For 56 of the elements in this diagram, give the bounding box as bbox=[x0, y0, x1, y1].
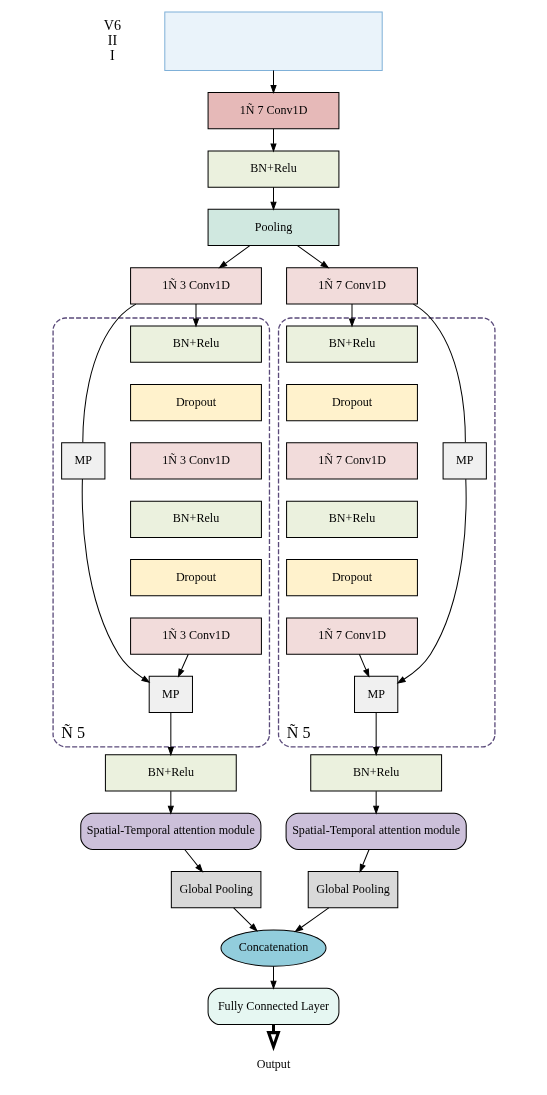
node-box: Spatial-Temporal attention module bbox=[285, 812, 467, 850]
node-box: 1Ñ 3 Conv1D bbox=[129, 617, 262, 655]
arrow bbox=[167, 790, 174, 815]
node-label: I bbox=[109, 47, 115, 64]
arrow bbox=[217, 245, 250, 269]
node-box: 1Ñ 3 Conv1D bbox=[129, 267, 262, 305]
arrow bbox=[232, 907, 258, 932]
arrow bbox=[293, 907, 329, 933]
node-box: BN+Relu bbox=[285, 325, 418, 363]
node-label: V6 bbox=[103, 16, 121, 33]
arrow bbox=[348, 303, 355, 328]
node-box: Dropout bbox=[129, 383, 262, 422]
node-box: MP bbox=[353, 675, 398, 714]
arrow bbox=[396, 478, 467, 684]
arrow bbox=[177, 653, 189, 678]
node-box: Global Pooling bbox=[170, 871, 261, 909]
node-box: 1Ñ 7 Conv1D bbox=[285, 442, 418, 480]
arrow bbox=[372, 712, 379, 757]
node-ellipse: Concatenation bbox=[220, 929, 326, 967]
node-box: BN+Relu bbox=[129, 325, 262, 363]
node-box: Dropout bbox=[129, 559, 262, 597]
arrow bbox=[269, 69, 277, 95]
node-box: BN+Relu bbox=[285, 500, 418, 538]
node-box: MP bbox=[442, 442, 487, 480]
node-box: Fully Connected Layer bbox=[207, 987, 339, 1026]
node-box: BN+Relu bbox=[129, 500, 262, 538]
node-box: Dropout bbox=[285, 383, 418, 422]
arrow bbox=[269, 128, 277, 153]
arrow bbox=[167, 712, 174, 757]
arrow bbox=[358, 653, 369, 678]
arrow bbox=[296, 245, 329, 269]
node-box: Global Pooling bbox=[307, 871, 398, 909]
node-box: 1Ñ 7 Conv1D bbox=[285, 617, 418, 655]
arrow bbox=[183, 849, 203, 873]
node-box: BN+Relu bbox=[104, 754, 237, 792]
node-box: Spatial-Temporal attention module bbox=[79, 812, 261, 850]
node-text: Output bbox=[256, 1056, 290, 1071]
node-box: BN+Relu bbox=[207, 150, 339, 188]
arrow bbox=[372, 790, 379, 815]
connector bbox=[412, 303, 466, 443]
arrow bbox=[269, 965, 277, 990]
node-box: Pooling bbox=[207, 208, 339, 247]
arrow bbox=[81, 478, 150, 684]
node-box: Dropout bbox=[285, 559, 418, 597]
node-box: MP bbox=[60, 442, 105, 480]
arrow bbox=[192, 303, 199, 328]
node-box bbox=[163, 11, 383, 71]
node-box: 1Ñ 7 Conv1D bbox=[285, 267, 418, 305]
node-box: MP bbox=[148, 675, 193, 714]
node-box: 1Ñ 3 Conv1D bbox=[129, 442, 262, 480]
arrow bbox=[269, 186, 277, 211]
arrow bbox=[358, 849, 370, 873]
connector bbox=[81, 303, 136, 443]
node-box: 1Ñ 7 Conv1D bbox=[207, 92, 339, 130]
node-box: BN+Relu bbox=[309, 754, 442, 792]
node-label: II bbox=[107, 31, 117, 48]
